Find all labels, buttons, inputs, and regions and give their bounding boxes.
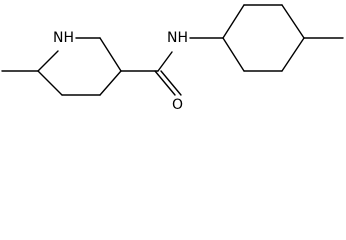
bond-carbonyl-double-a	[154, 70, 176, 96]
bond-ring-c5-to-c6	[99, 37, 122, 72]
cyclohexane-ring	[222, 4, 305, 72]
bond-carbonyl-to-n	[157, 51, 173, 72]
bond-ring-c2-to-c3	[37, 70, 63, 96]
bond-cy-1	[222, 37, 245, 72]
carbonyl-oxygen-label: O	[172, 97, 183, 113]
chemical-structure: NH NH O	[1, 4, 344, 113]
amide-nitrogen-label: NH	[167, 30, 188, 46]
ring-nitrogen-label: NH	[53, 30, 74, 46]
carboxamide-group	[120, 37, 224, 96]
bond-cy-3	[281, 37, 305, 72]
bond-carbonyl-double-b	[160, 70, 182, 96]
bond-ring-c4-to-c5	[99, 70, 122, 96]
bond-cy-6	[222, 4, 245, 39]
bond-cy-4	[281, 4, 305, 39]
piperidine-ring	[37, 37, 122, 96]
bond-ring-n-to-c2	[37, 50, 59, 72]
